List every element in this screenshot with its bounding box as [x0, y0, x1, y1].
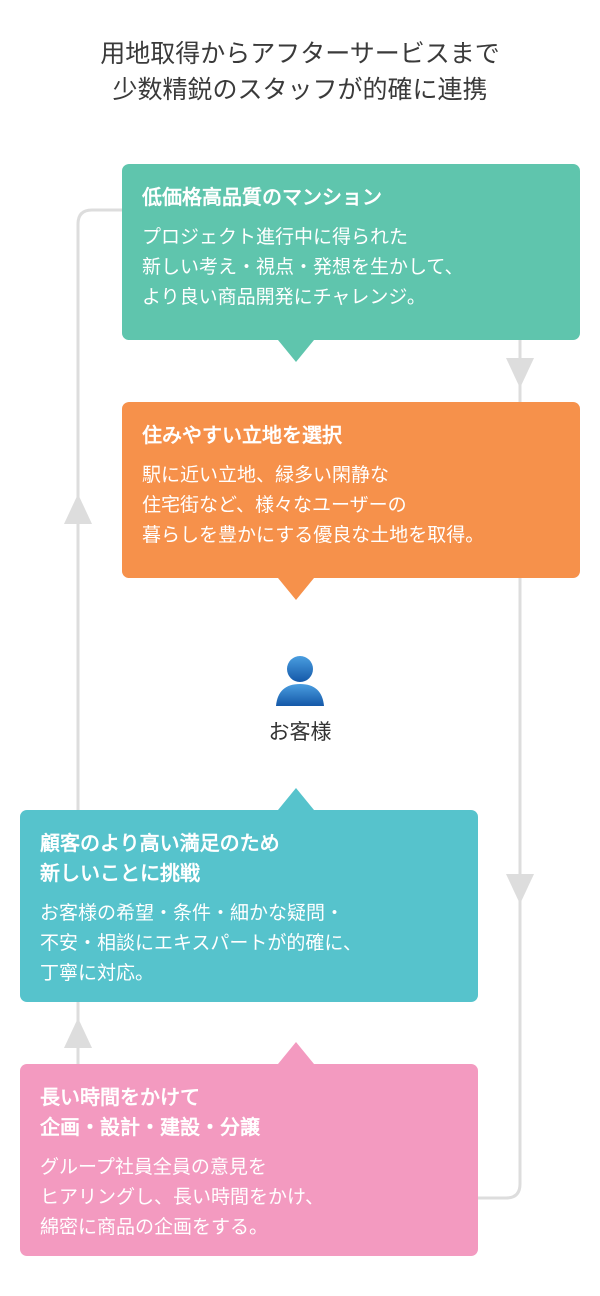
title-line-1: 用地取得からアフターサービスまで [100, 39, 500, 68]
planning-body-line: 綿密に商品の企画をする。 [40, 1216, 269, 1238]
land-box: 住みやすい立地を選択 駅に近い立地、緑多い閑静な 住宅街など、様々なユーザーの … [122, 402, 580, 578]
challenge-title-line: 顧客のより高い満足のため [40, 831, 280, 855]
land-notch [278, 578, 314, 600]
challenge-body-line: 丁寧に対応。 [40, 962, 155, 984]
customer-label: お客様 [268, 720, 332, 744]
title-line-2: 少数精鋭のスタッフが的確に連携 [112, 75, 488, 104]
planning-title-line: 長い時間をかけて [40, 1085, 200, 1109]
challenge-notch [278, 788, 314, 810]
right-lower-connector-line [478, 578, 522, 1200]
arrow-down-icon [506, 874, 534, 904]
arrow-up-icon [64, 494, 92, 524]
mansion-body-line: より良い商品開発にチャレンジ。 [142, 286, 426, 308]
planning-title-line: 企画・設計・建設・分譲 [40, 1115, 260, 1139]
mansion-body: プロジェクト進行中に得られた 新しい考え・視点・発想を生かして、 より良い商品開… [142, 222, 562, 312]
arrow-down-icon [506, 358, 534, 388]
planning-box: 長い時間をかけて 企画・設計・建設・分譲 グループ社員全員の意見を ヒアリングし… [20, 1064, 478, 1256]
page-title: 用地取得からアフターサービスまで 少数精鋭のスタッフが的確に連携 [0, 36, 600, 108]
land-body-line: 住宅街など、様々なユーザーの [142, 494, 407, 516]
challenge-body-line: 不安・相談にエキスパートが的確に、 [40, 932, 362, 954]
mansion-body-line: プロジェクト進行中に得られた [142, 226, 409, 248]
land-body-line: 暮らしを豊かにする優良な土地を取得。 [142, 524, 485, 546]
challenge-body: お客様の希望・条件・細かな疑問・ 不安・相談にエキスパートが的確に、 丁寧に対応… [40, 898, 460, 988]
planning-body-line: ヒアリングし、長い時間をかけ、 [40, 1186, 325, 1208]
planning-title: 長い時間をかけて 企画・設計・建設・分譲 [40, 1082, 460, 1142]
customer: お客様 [200, 652, 400, 746]
planning-body: グループ社員全員の意見を ヒアリングし、長い時間をかけ、 綿密に商品の企画をする… [40, 1152, 460, 1242]
arrow-up-icon [64, 1018, 92, 1048]
land-title: 住みやすい立地を選択 [142, 423, 342, 447]
planning-body-line: グループ社員全員の意見を [40, 1156, 267, 1178]
challenge-body-line: お客様の希望・条件・細かな疑問・ [40, 902, 345, 924]
mansion-notch [278, 340, 314, 362]
mansion-body-line: 新しい考え・視点・発想を生かして、 [142, 256, 464, 278]
land-body-line: 駅に近い立地、緑多い閑静な [142, 464, 390, 486]
person-icon [276, 656, 324, 706]
mansion-title: 低価格高品質のマンション [142, 185, 382, 209]
land-body: 駅に近い立地、緑多い閑静な 住宅街など、様々なユーザーの 暮らしを豊かにする優良… [142, 460, 562, 550]
mansion-box: 低価格高品質のマンション プロジェクト進行中に得られた 新しい考え・視点・発想を… [122, 164, 580, 340]
left-connector-line [76, 208, 122, 810]
planning-notch [278, 1042, 314, 1064]
challenge-box: 顧客のより高い満足のため 新しいことに挑戦 お客様の希望・条件・細かな疑問・ 不… [20, 810, 478, 1002]
challenge-title: 顧客のより高い満足のため 新しいことに挑戦 [40, 828, 460, 888]
challenge-title-line: 新しいことに挑戦 [40, 861, 200, 885]
